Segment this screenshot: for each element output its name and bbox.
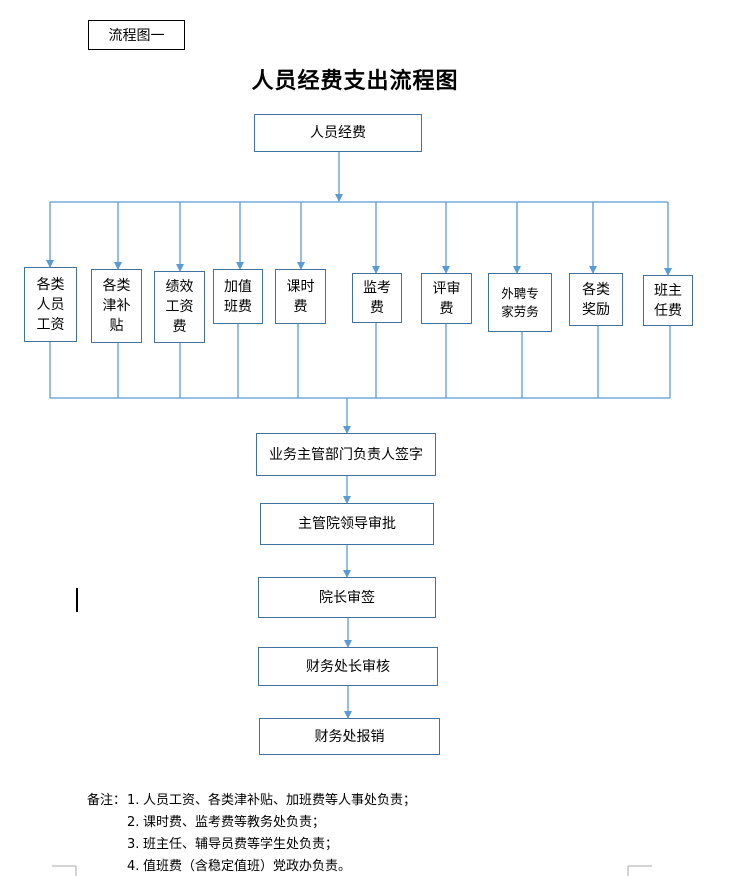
step-president-signoff: 院长审签: [258, 577, 436, 618]
title-text: 人员经费支出流程图: [251, 68, 459, 94]
category-line: 津补: [102, 298, 131, 314]
step-department-head-signature: 业务主管部门负责人签字: [256, 433, 436, 476]
category-box-10: 班主任费: [643, 275, 693, 326]
category-line: 加值: [224, 278, 252, 295]
category-line: 各类: [102, 278, 131, 294]
category-line: 任费: [654, 302, 682, 319]
text-cursor: [76, 588, 78, 612]
step-finance-director-review: 财务处长审核: [258, 647, 438, 686]
note-number: 4.: [127, 859, 140, 874]
category-line: 家劳务: [501, 303, 539, 319]
category-line: 评审: [432, 280, 461, 297]
category-line: 班费: [224, 298, 252, 315]
category-box-8: 外聘专家劳务: [488, 273, 552, 332]
category-line: 工资: [165, 299, 194, 315]
category-line: 监考: [363, 280, 391, 296]
category-box-1: 各类人员工资: [24, 267, 77, 342]
category-box-2: 各类津补贴: [91, 269, 142, 343]
note-row: 2. 课时费、监考费等教务处负责；: [87, 812, 416, 834]
category-box-6: 监考费: [352, 273, 402, 323]
category-line: 奖励: [582, 301, 610, 318]
category-box-9: 各类奖励: [569, 273, 623, 326]
category-line: 费: [293, 298, 308, 315]
category-box-7: 评审费: [421, 273, 472, 324]
note-text: 人员工资、各类津补贴、加班费等人事处负责；: [143, 793, 417, 808]
step-leader-approval: 主管院领导审批: [260, 503, 434, 545]
category-line: 各类: [36, 276, 65, 293]
note-number: 3.: [127, 837, 140, 852]
note-text: 班主任、辅导员费等学生处负责；: [143, 837, 339, 852]
category-line: 工资: [36, 316, 65, 333]
category-box-5: 课时费: [275, 269, 326, 324]
note-row: 3. 班主任、辅导员费等学生处负责；: [87, 834, 416, 856]
figure-tag: 流程图一: [88, 20, 185, 50]
category-box-3: 绩效工资费: [154, 271, 205, 343]
category-line: 贴: [109, 318, 124, 334]
note-row: 4. 值班费（含稳定值班）党政办负责。: [87, 856, 416, 878]
note-number: 1.: [127, 793, 140, 808]
page-title: 人员经费支出流程图: [0, 63, 730, 95]
category-line: 费: [370, 300, 384, 316]
notes-label: 备注：: [87, 793, 127, 808]
category-line: 班主: [654, 282, 682, 299]
page-corner-mark: [52, 865, 77, 876]
category-line: 费: [439, 300, 454, 317]
note-text: 课时费、监考费等教务处负责；: [143, 815, 326, 830]
category-line: 费: [172, 319, 187, 335]
category-line: 各类: [582, 281, 610, 298]
category-line: 课时: [286, 278, 315, 295]
note-number: 2.: [127, 815, 140, 830]
top-box-personnel-funds: 人员经费: [254, 114, 422, 152]
note-text: 值班费（含稳定值班）党政办负责。: [143, 859, 352, 874]
step-finance-reimbursement: 财务处报销: [259, 718, 440, 755]
note-row: 备注： 1. 人员工资、各类津补贴、加班费等人事处负责；: [87, 790, 416, 812]
category-box-4: 加值班费: [213, 269, 263, 324]
category-line: 绩效: [165, 279, 194, 295]
notes-section: 备注： 1. 人员工资、各类津补贴、加班费等人事处负责； 2. 课时费、监考费等…: [87, 790, 416, 878]
category-line: 人员: [36, 296, 65, 313]
category-line: 外聘专: [501, 285, 539, 301]
page-corner-mark: [627, 865, 652, 876]
